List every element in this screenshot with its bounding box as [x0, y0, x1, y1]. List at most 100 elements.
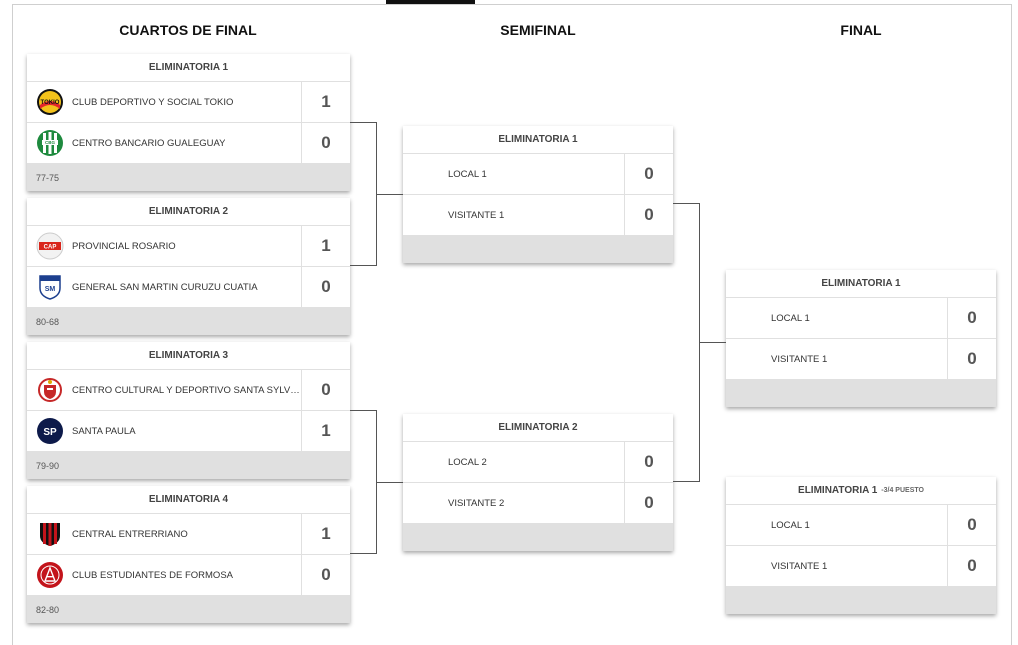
- team-name: VISITANTE 1: [771, 353, 828, 365]
- team-row-home[interactable]: CENTRAL ENTRERRIANO 1: [27, 514, 350, 555]
- match-result: 79-90: [27, 452, 350, 479]
- match-card-third-place[interactable]: ELIMINATORIA 1 -3/4 PUESTO LOCAL 1 0 VIS…: [726, 477, 996, 614]
- match-result: 80-68: [27, 308, 350, 335]
- team-row-away[interactable]: VISITANTE 1 0: [726, 339, 996, 380]
- santa-paula-logo-icon: SP: [36, 417, 64, 445]
- team-score: 0: [301, 267, 350, 307]
- centro-bancario-logo-icon: CBG: [36, 129, 64, 157]
- team-name: LOCAL 2: [448, 456, 487, 468]
- team-score: 0: [624, 154, 673, 194]
- match-subtitle: -3/4 PUESTO: [881, 487, 924, 494]
- team-name: CENTRAL ENTRERRIANO: [72, 528, 188, 540]
- match-title: ELIMINATORIA 3: [27, 342, 350, 370]
- team-score: 0: [301, 370, 350, 410]
- match-title: ELIMINATORIA 2: [27, 198, 350, 226]
- match-title: ELIMINATORIA 2: [403, 414, 673, 442]
- team-row-home[interactable]: LOCAL 1 0: [726, 505, 996, 546]
- svg-text:CAP: CAP: [44, 245, 57, 251]
- team-name: GENERAL SAN MARTIN CURUZU CUATIA: [72, 281, 258, 293]
- svg-text:SM: SM: [45, 286, 56, 293]
- svg-text:CBG: CBG: [45, 140, 55, 145]
- bracket-line: [350, 265, 376, 266]
- match-result: [403, 524, 673, 551]
- bracket-line: [673, 481, 699, 482]
- match-card-qf3[interactable]: ELIMINATORIA 3 CENTRO CULTURAL Y DEPORTI…: [27, 342, 350, 479]
- match-card-sf2[interactable]: ELIMINATORIA 2 LOCAL 2 0 VISITANTE 2 0: [403, 414, 673, 551]
- match-card-final[interactable]: ELIMINATORIA 1 LOCAL 1 0 VISITANTE 1 0: [726, 270, 996, 407]
- svg-text:TOKIO: TOKIO: [41, 100, 60, 106]
- bracket-line: [350, 553, 376, 554]
- team-score: 0: [624, 195, 673, 235]
- team-row-away[interactable]: VISITANTE 1 0: [403, 195, 673, 236]
- bracket-line: [376, 194, 403, 195]
- team-name: PROVINCIAL ROSARIO: [72, 240, 176, 252]
- general-san-martin-logo-icon: SM: [36, 273, 64, 301]
- team-name: VISITANTE 1: [448, 209, 505, 221]
- bracket-line: [350, 122, 376, 123]
- match-title: ELIMINATORIA 1: [403, 126, 673, 154]
- match-title-text: ELIMINATORIA 1: [798, 485, 878, 496]
- team-row-home[interactable]: TOKIO CLUB DEPORTIVO Y SOCIAL TOKIO 1: [27, 82, 350, 123]
- team-score: 0: [947, 546, 996, 586]
- column-title-semifinal: SEMIFINAL: [500, 22, 576, 38]
- match-card-sf1[interactable]: ELIMINATORIA 1 LOCAL 1 0 VISITANTE 1 0: [403, 126, 673, 263]
- estudiantes-formosa-logo-icon: [36, 561, 64, 589]
- team-score: 0: [624, 442, 673, 482]
- team-name: CLUB ESTUDIANTES DE FORMOSA: [72, 569, 233, 581]
- match-result: [403, 236, 673, 263]
- column-title-final: FINAL: [840, 22, 882, 38]
- team-row-home[interactable]: CAP PROVINCIAL ROSARIO 1: [27, 226, 350, 267]
- match-result: 82-80: [27, 596, 350, 623]
- team-row-away[interactable]: SM GENERAL SAN MARTIN CURUZU CUATIA 0: [27, 267, 350, 308]
- active-tab-indicator: [386, 0, 475, 4]
- club-tokio-logo-icon: TOKIO: [36, 88, 64, 116]
- team-score: 1: [301, 411, 350, 451]
- team-score: 1: [301, 514, 350, 554]
- team-score: 0: [947, 298, 996, 338]
- team-row-away[interactable]: SP SANTA PAULA 1: [27, 411, 350, 452]
- match-title: ELIMINATORIA 1: [27, 54, 350, 82]
- match-title: ELIMINATORIA 4: [27, 486, 350, 514]
- team-name: VISITANTE 2: [448, 497, 505, 509]
- team-score: 0: [624, 483, 673, 523]
- bracket-frame: [12, 4, 1012, 645]
- team-row-away[interactable]: CLUB ESTUDIANTES DE FORMOSA 0: [27, 555, 350, 596]
- provincial-rosario-logo-icon: CAP: [36, 232, 64, 260]
- team-score: 0: [947, 339, 996, 379]
- bracket-line: [699, 342, 726, 343]
- team-row-home[interactable]: CENTRO CULTURAL Y DEPORTIVO SANTA SYLVIN…: [27, 370, 350, 411]
- team-row-home[interactable]: LOCAL 1 0: [403, 154, 673, 195]
- team-name: CENTRO CULTURAL Y DEPORTIVO SANTA SYLVIN…: [72, 384, 301, 396]
- team-row-away[interactable]: CBG CENTRO BANCARIO GUALEGUAY 0: [27, 123, 350, 164]
- svg-text:SP: SP: [43, 427, 57, 438]
- column-title-quarterfinals: CUARTOS DE FINAL: [119, 22, 257, 38]
- team-name: VISITANTE 1: [771, 560, 828, 572]
- team-score: 0: [301, 123, 350, 163]
- team-name: SANTA PAULA: [72, 425, 136, 437]
- team-row-home[interactable]: LOCAL 2 0: [403, 442, 673, 483]
- team-name: LOCAL 1: [771, 519, 810, 531]
- team-score: 1: [301, 82, 350, 122]
- match-result: [726, 380, 996, 407]
- team-row-away[interactable]: VISITANTE 2 0: [403, 483, 673, 524]
- team-score: 0: [301, 555, 350, 595]
- central-entrerriano-logo-icon: [36, 520, 64, 548]
- bracket-line: [350, 410, 376, 411]
- team-name: LOCAL 1: [771, 312, 810, 324]
- match-result: [726, 587, 996, 614]
- match-card-qf4[interactable]: ELIMINATORIA 4 CENTRAL ENTRERRIANO 1 CLU…: [27, 486, 350, 623]
- team-score: 0: [947, 505, 996, 545]
- bracket-line: [376, 482, 403, 483]
- match-card-qf2[interactable]: ELIMINATORIA 2 CAP PROVINCIAL ROSARIO 1 …: [27, 198, 350, 335]
- santa-sylvina-logo-icon: [36, 376, 64, 404]
- match-title: ELIMINATORIA 1 -3/4 PUESTO: [726, 477, 996, 505]
- team-row-home[interactable]: LOCAL 1 0: [726, 298, 996, 339]
- match-card-qf1[interactable]: ELIMINATORIA 1 TOKIO CLUB DEPORTIVO Y SO…: [27, 54, 350, 191]
- match-result: 77-75: [27, 164, 350, 191]
- bracket-line: [673, 203, 699, 204]
- team-row-away[interactable]: VISITANTE 1 0: [726, 546, 996, 587]
- team-name: CLUB DEPORTIVO Y SOCIAL TOKIO: [72, 96, 234, 108]
- team-score: 1: [301, 226, 350, 266]
- match-title: ELIMINATORIA 1: [726, 270, 996, 298]
- team-name: LOCAL 1: [448, 168, 487, 180]
